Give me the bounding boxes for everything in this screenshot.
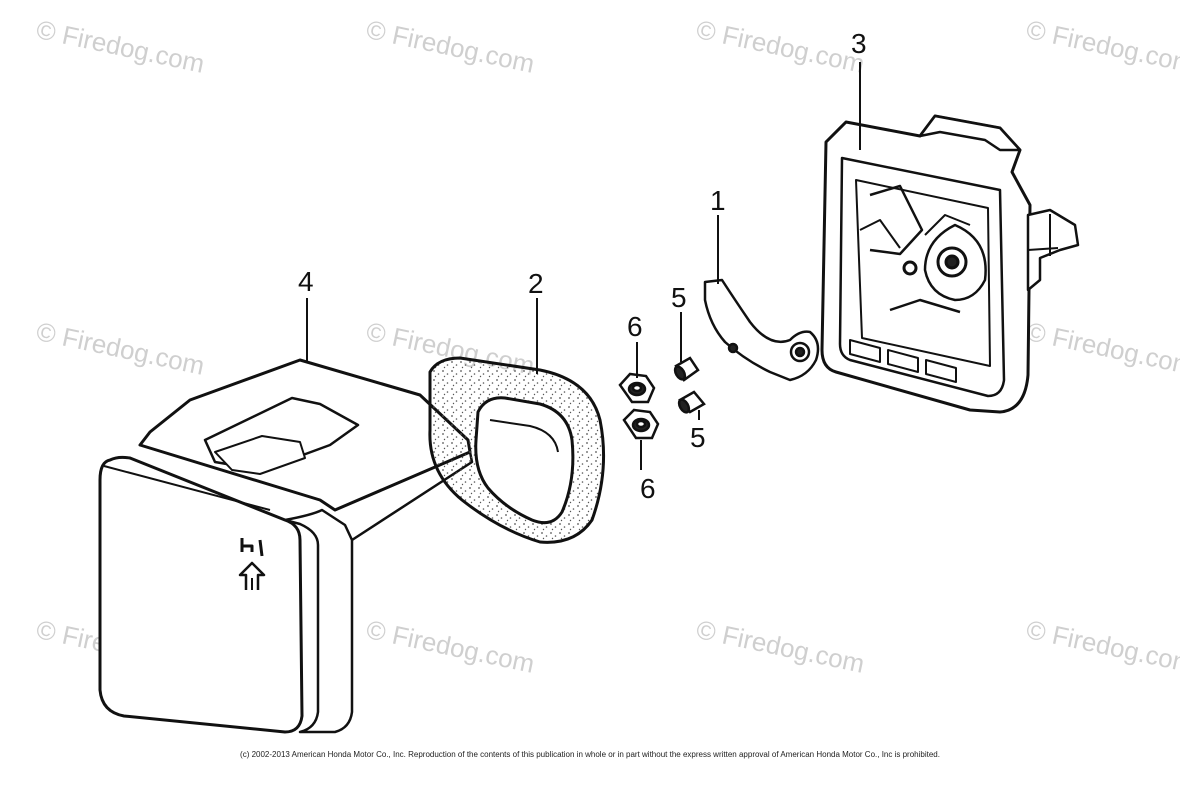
bracket-plate bbox=[703, 278, 820, 382]
air-cleaner-case bbox=[820, 114, 1080, 414]
collar-lower bbox=[677, 390, 706, 414]
callout-5-upper: 5 bbox=[671, 282, 687, 313]
callout-4: 4 bbox=[298, 266, 314, 297]
copyright-notice: (c) 2002-2013 American Honda Motor Co., … bbox=[240, 750, 940, 759]
callout-6-lower: 6 bbox=[640, 473, 656, 504]
foam-element bbox=[428, 356, 606, 544]
collar-upper bbox=[673, 356, 700, 382]
air-cleaner-cover bbox=[98, 358, 474, 734]
callout-5-lower: 5 bbox=[690, 422, 706, 453]
flange-nut-upper bbox=[618, 372, 656, 404]
callout-3: 3 bbox=[851, 28, 867, 59]
callout-1: 1 bbox=[710, 185, 726, 216]
callout-6-upper: 6 bbox=[627, 311, 643, 342]
flange-nut-lower bbox=[622, 408, 660, 440]
callout-2: 2 bbox=[528, 268, 544, 299]
leader-lines bbox=[306, 62, 861, 470]
